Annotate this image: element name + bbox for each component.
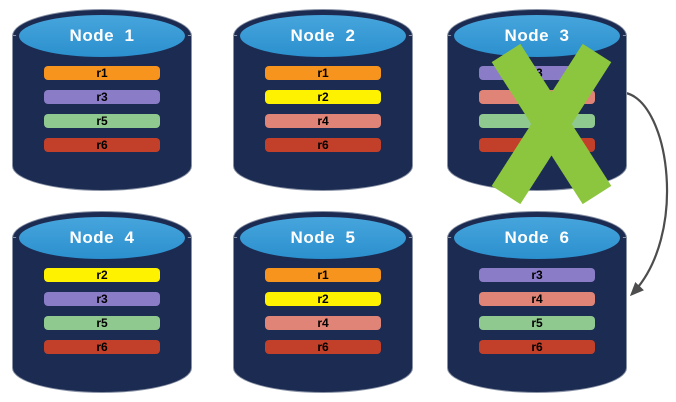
replica-bar: r6 [44,340,160,354]
database-node: Node 1 r1 r3 r5 r6 [13,10,191,190]
database-node: Node 3 r3 r4 r5 r6 [448,10,626,205]
cylinder-body [13,238,191,392]
replica-bar: r5 [479,316,595,330]
replica-bar: r1 [265,66,381,80]
cylinder-body [13,36,191,190]
replica-bar: r6 [265,138,381,152]
replica-list: r2 r3 r5 r6 [44,268,160,354]
replica-label: r5 [96,316,108,330]
replica-list: r1 r2 r4 r6 [265,268,381,354]
node-title: Node 5 [290,228,356,247]
database-node: Node 4 r2 r3 r5 r6 [13,212,191,392]
replica-label: r1 [317,268,329,282]
replica-bar: r4 [479,292,595,306]
replica-bar: r4 [265,114,381,128]
replica-list: r3 r4 r5 r6 [479,268,595,354]
cylinder-top [16,12,188,60]
replica-bar: r2 [265,90,381,104]
replica-bar: r4 [265,316,381,330]
cylinder-top [237,12,409,60]
replica-label: r1 [96,66,108,80]
node-title: Node 6 [504,228,570,247]
replica-bar: r6 [265,340,381,354]
database-node: Node 6 r3 r4 r5 r6 [448,212,626,392]
cylinder-top [16,214,188,262]
replica-label: r5 [531,316,543,330]
replica-bar: r4 [479,90,595,104]
replica-label: r3 [96,292,108,306]
node-title: Node 2 [290,26,356,45]
replica-label: r4 [531,90,543,104]
node-title: Node 3 [504,26,570,45]
replica-label: r1 [317,66,329,80]
replica-label: r5 [96,114,108,128]
replica-label: r3 [96,90,108,104]
replica-label: r3 [531,66,543,80]
replica-label: r6 [317,340,329,354]
replica-label: r2 [317,90,329,104]
replica-bar: r3 [44,292,160,306]
database-node: Node 2 r1 r2 r4 r6 [234,10,412,190]
replica-list: r3 r4 r5 r6 [479,66,595,152]
replica-bar: r6 [479,138,595,152]
replica-bar: r5 [479,114,595,128]
replica-bar: r2 [44,268,160,282]
replica-label: r4 [317,316,329,330]
replica-bar: r2 [265,292,381,306]
cylinder-body [234,36,412,190]
replica-label: r6 [96,138,108,152]
replica-bar: r3 [44,90,160,104]
replica-label: r6 [531,340,543,354]
replica-label: r4 [317,114,329,128]
database-node: Node 5 r1 r2 r4 r6 [234,212,412,392]
replica-label: r5 [531,114,543,128]
replica-label: r6 [96,340,108,354]
replica-bar: r1 [44,66,160,80]
replica-label: r2 [96,268,108,282]
replica-bar: r5 [44,114,160,128]
node-title: Node 4 [69,228,135,247]
replica-label: r4 [531,292,543,306]
cylinder-body [234,238,412,392]
replica-bar: r3 [479,268,595,282]
node-title: Node 1 [69,26,135,45]
replica-bar: r6 [44,138,160,152]
cylinder-top [237,214,409,262]
replica-bar: r6 [479,340,595,354]
replica-label: r6 [317,138,329,152]
replica-label: r3 [531,268,543,282]
replica-label: r6 [531,138,543,152]
cylinder-top [451,214,623,262]
replica-bar: r5 [44,316,160,330]
replica-list: r1 r3 r5 r6 [44,66,160,152]
replica-list: r1 r2 r4 r6 [265,66,381,152]
replica-bar: r1 [265,268,381,282]
cylinder-body [448,238,626,392]
replica-bar: r3 [479,66,595,80]
replica-label: r2 [317,292,329,306]
